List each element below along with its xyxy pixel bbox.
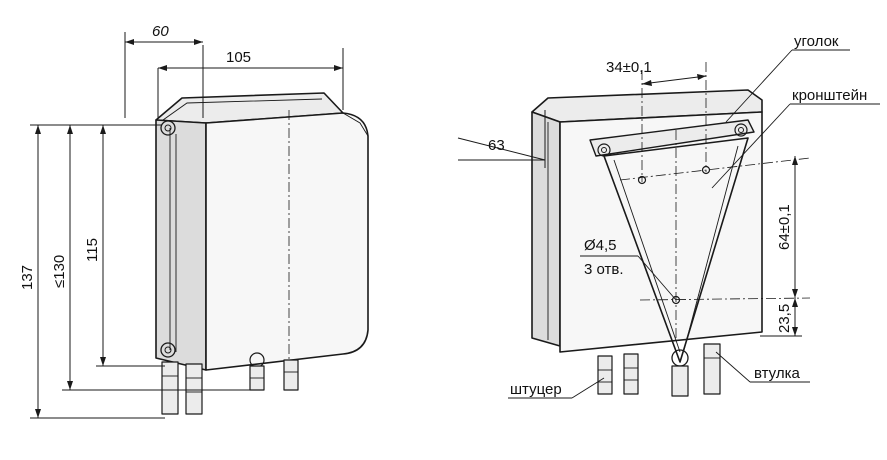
left-front-face bbox=[205, 112, 369, 371]
dim-hole-spacing-label: 34±0,1 bbox=[606, 59, 652, 76]
right-fitting-2 bbox=[623, 353, 639, 395]
leader-bracket: кронштейн bbox=[711, 87, 880, 189]
dim-width-label: 105 bbox=[226, 49, 251, 66]
dim-34: 34±0,1 bbox=[606, 59, 707, 86]
dim-depth-label: 60 bbox=[152, 23, 169, 40]
leader-fitting: штуцер bbox=[508, 377, 605, 399]
dim-115: 115 bbox=[84, 124, 165, 367]
dim-height-total-label: 137 bbox=[19, 265, 36, 290]
mount-hole-1 bbox=[637, 175, 647, 185]
right-side-body bbox=[531, 111, 561, 347]
corner-strip bbox=[589, 119, 755, 157]
dim-60: 60 bbox=[124, 23, 204, 118]
left-screw-bottom bbox=[160, 342, 176, 358]
hole-callout: Ø4,5 3 отв. bbox=[580, 237, 677, 301]
leader-corner: уголок bbox=[725, 33, 850, 123]
label-fitting: штуцер bbox=[510, 381, 562, 398]
left-enclosure-view: 60 105 137 ≤130 bbox=[19, 23, 369, 419]
dim-23-5: 23,5 bbox=[760, 298, 802, 337]
left-fitting-1 bbox=[161, 361, 179, 415]
right-bushing-1 bbox=[671, 349, 689, 397]
label-bushing: втулка bbox=[754, 365, 800, 382]
dim-137: 137 bbox=[19, 124, 165, 419]
left-fitting-4 bbox=[283, 359, 299, 391]
left-fitting-2 bbox=[185, 363, 203, 415]
right-enclosure-view: 34±0,1 63 64±0,1 23,5 Ø4,5 3 отв. bbox=[457, 33, 880, 399]
dim-63: 63 bbox=[457, 110, 546, 168]
leader-bushing: втулка bbox=[715, 351, 810, 383]
dim-130: ≤130 bbox=[51, 124, 250, 391]
hole-count-label: 3 отв. bbox=[584, 261, 624, 278]
dim-height-body-label: 115 bbox=[84, 238, 101, 262]
bracket-triangle bbox=[603, 137, 749, 363]
right-bushing-2 bbox=[703, 343, 721, 395]
right-back-face bbox=[559, 111, 763, 353]
dim-height-max-label: ≤130 bbox=[51, 255, 68, 288]
label-bracket: кронштейн bbox=[792, 87, 867, 104]
left-side-body bbox=[155, 119, 207, 371]
dim-64: 64±0,1 bbox=[776, 156, 798, 298]
right-fitting-1 bbox=[597, 355, 613, 395]
label-corner: уголок bbox=[794, 33, 839, 50]
dim-105: 105 bbox=[157, 48, 344, 118]
dim-bottom-offset-label: 23,5 bbox=[776, 304, 793, 333]
left-fitting-3 bbox=[249, 352, 265, 391]
dim-angle-label: 63 bbox=[488, 137, 505, 154]
corner-screw-right bbox=[734, 123, 748, 137]
left-screw-top bbox=[160, 120, 176, 136]
dim-bracket-height-label: 64±0,1 bbox=[776, 204, 793, 250]
hole-diameter-label: Ø4,5 bbox=[584, 237, 617, 254]
